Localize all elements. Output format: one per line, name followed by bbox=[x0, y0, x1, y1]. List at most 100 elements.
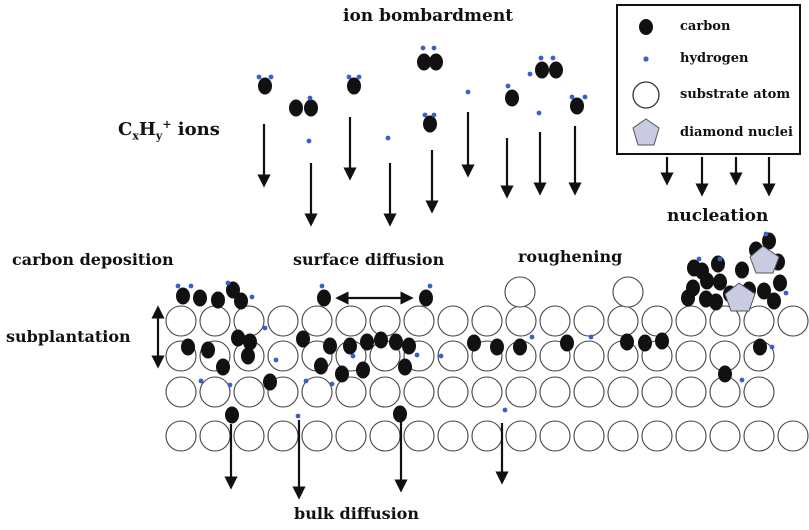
ion-bombardment-label: ion bombardment bbox=[343, 6, 514, 26]
substrate-atom bbox=[437, 340, 469, 372]
hydrogen-atom bbox=[225, 280, 231, 286]
carbon-atom bbox=[263, 373, 277, 391]
hydrogen-atom bbox=[431, 45, 437, 51]
carbon-atom bbox=[735, 261, 749, 279]
substrate-atom-icon bbox=[632, 81, 660, 109]
hydrogen-atom bbox=[588, 334, 594, 340]
substrate-atom bbox=[743, 376, 775, 408]
substrate-atom bbox=[743, 420, 775, 452]
carbon-atom bbox=[181, 338, 195, 356]
hydrogen-atom bbox=[420, 45, 426, 51]
carbon-atom bbox=[655, 332, 669, 350]
carbon-atom bbox=[258, 77, 272, 95]
carbon-atom bbox=[374, 331, 388, 349]
hydrogen-atom bbox=[175, 283, 181, 289]
substrate-atom bbox=[335, 420, 367, 452]
hydrogen-atom-icon bbox=[643, 56, 649, 62]
hydrogen-atom bbox=[295, 413, 301, 419]
substrate-atom bbox=[573, 420, 605, 452]
bulk-diffusion-label: bulk diffusion bbox=[294, 504, 419, 523]
hydrogen-atom bbox=[582, 94, 588, 100]
substrate-atom bbox=[641, 420, 673, 452]
carbon-atom bbox=[620, 333, 634, 351]
carbon-atom bbox=[757, 282, 771, 300]
carbon-atom bbox=[193, 289, 207, 307]
carbon-atom bbox=[718, 365, 732, 383]
surface-diffusion-label: surface diffusion bbox=[293, 250, 445, 269]
carbon-atom bbox=[211, 291, 225, 309]
carbon-atom bbox=[296, 330, 310, 348]
carbon-atom bbox=[419, 289, 433, 307]
substrate-atom bbox=[199, 305, 231, 337]
legend-label: diamond nuclei bbox=[680, 125, 793, 140]
carbon-atom bbox=[243, 333, 257, 351]
substrate-atom bbox=[199, 376, 231, 408]
substrate-atom bbox=[612, 276, 644, 308]
carbon-atom bbox=[709, 293, 723, 311]
ions-formula-c: C bbox=[118, 119, 133, 140]
substrate-atom bbox=[675, 376, 707, 408]
nucleation-label: nucleation bbox=[667, 206, 769, 226]
hydrogen-atom bbox=[422, 112, 428, 118]
substrate-atom bbox=[607, 376, 639, 408]
substrate-atom bbox=[471, 420, 503, 452]
substrate-atom bbox=[539, 420, 571, 452]
carbon-atom bbox=[773, 274, 787, 292]
carbon-atom bbox=[467, 334, 481, 352]
hydrogen-atom bbox=[414, 352, 420, 358]
carbon-atom bbox=[347, 77, 361, 95]
hydrogen-atom bbox=[188, 283, 194, 289]
hydrogen-atom bbox=[262, 325, 268, 331]
substrate-atom bbox=[165, 376, 197, 408]
subplantation-label: subplantation bbox=[6, 327, 131, 346]
carbon-atom bbox=[398, 358, 412, 376]
substrate-atom bbox=[369, 376, 401, 408]
substrate-atom bbox=[777, 420, 809, 452]
ions-formula-word: ions bbox=[171, 119, 220, 140]
substrate-atom bbox=[335, 305, 367, 337]
substrate-atom bbox=[504, 276, 536, 308]
carbon-atom bbox=[360, 333, 374, 351]
substrate-atom bbox=[743, 305, 775, 337]
substrate-atom bbox=[403, 305, 435, 337]
carbon-atom bbox=[216, 358, 230, 376]
carbon-atom bbox=[429, 53, 443, 71]
substrate-atom bbox=[437, 420, 469, 452]
hydrogen-atom bbox=[356, 74, 362, 80]
ions-formula-x: x bbox=[132, 129, 139, 143]
carbon-atom bbox=[335, 365, 349, 383]
legend-label: substrate atom bbox=[680, 87, 791, 102]
hydrogen-atom bbox=[268, 74, 274, 80]
substrate-atom bbox=[267, 305, 299, 337]
ions-formula-h: H bbox=[138, 119, 156, 140]
carbon-atom bbox=[713, 273, 727, 291]
hydrogen-atom bbox=[717, 256, 723, 262]
substrate-atom bbox=[573, 340, 605, 372]
legend-item-hydrogen: hydrogen bbox=[618, 44, 799, 74]
substrate-atom bbox=[301, 305, 333, 337]
substrate-atom bbox=[403, 376, 435, 408]
hydrogen-atom bbox=[538, 55, 544, 61]
substrate-atom bbox=[369, 420, 401, 452]
hydrogen-atom bbox=[431, 112, 437, 118]
substrate-atom bbox=[267, 340, 299, 372]
hydrogen-atom bbox=[307, 95, 313, 101]
hydrogen-atom bbox=[350, 353, 356, 359]
carbon-atom bbox=[402, 337, 416, 355]
hydrogen-atom bbox=[529, 334, 535, 340]
substrate-atom bbox=[505, 376, 537, 408]
carbon-atom bbox=[343, 337, 357, 355]
carbon-atom bbox=[356, 361, 370, 379]
cxhy-ions-label: CxHy+ ions bbox=[118, 118, 220, 143]
substrate-atom bbox=[641, 305, 673, 337]
substrate-atom bbox=[301, 376, 333, 408]
hydrogen-atom bbox=[227, 382, 233, 388]
hydrogen-atom bbox=[569, 94, 575, 100]
legend-label: hydrogen bbox=[680, 51, 749, 66]
substrate-atom bbox=[709, 420, 741, 452]
carbon-atom bbox=[695, 262, 709, 280]
substrate-atom bbox=[369, 305, 401, 337]
carbon-atom bbox=[767, 292, 781, 310]
substrate-atom bbox=[539, 376, 571, 408]
